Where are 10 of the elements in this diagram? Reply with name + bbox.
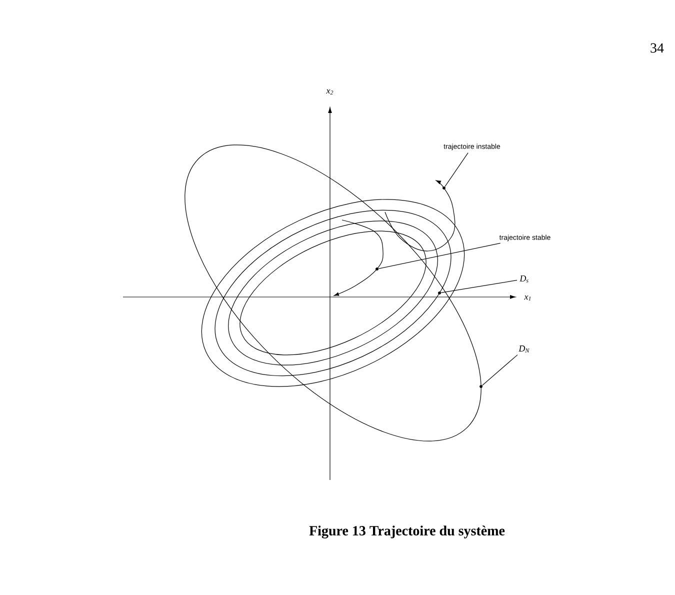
axis-label: D$_{N}$ bbox=[518, 346, 530, 352]
axis-label: x$_{1}$ bbox=[524, 295, 531, 301]
axis-label: x$_{2}$ bbox=[326, 89, 334, 95]
leader-line bbox=[440, 280, 518, 293]
leader-line bbox=[482, 354, 518, 386]
leader-line bbox=[444, 152, 468, 187]
leader-line bbox=[378, 242, 501, 269]
figure-caption: Figure 13 Trajectoire du système bbox=[309, 526, 505, 538]
page-number: 34 bbox=[650, 43, 664, 53]
axis-label: D$_{s}$ bbox=[520, 276, 528, 282]
